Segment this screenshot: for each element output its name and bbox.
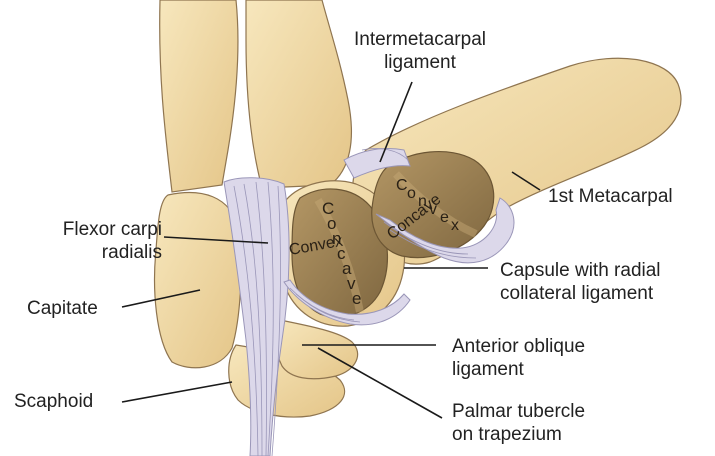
capitate-bone (155, 193, 241, 368)
label-line: Palmar tubercle (452, 400, 585, 423)
trapezoid-bone (276, 320, 358, 379)
label-line: Flexor carpi (2, 218, 162, 241)
label-line: collateral ligament (500, 282, 661, 305)
label-capsule-radial-collateral: Capsule with radial collateral ligament (500, 259, 661, 305)
label-line: ligament (452, 358, 585, 381)
label-line: Capsule with radial (500, 259, 661, 282)
label-line: Scaphoid (14, 390, 93, 413)
label-line: Capitate (27, 297, 98, 320)
capitate-shaft-bone (160, 0, 238, 192)
label-intermetacarpal-ligament: Intermetacarpal ligament (330, 28, 510, 74)
label-line: Anterior oblique (452, 335, 585, 358)
label-capitate: Capitate (27, 297, 98, 320)
label-palmar-tubercle: Palmar tubercle on trapezium (452, 400, 585, 446)
label-line: 1st Metacarpal (548, 185, 673, 208)
leader-scaphoid (122, 382, 232, 402)
label-scaphoid: Scaphoid (14, 390, 93, 413)
label-line: radialis (2, 241, 162, 264)
label-line: ligament (330, 51, 510, 74)
label-line: on trapezium (452, 423, 585, 446)
label-flexor-carpi-radialis: Flexor carpi radialis (2, 218, 162, 264)
label-anterior-oblique-ligament: Anterior oblique ligament (452, 335, 585, 381)
label-first-metacarpal: 1st Metacarpal (548, 185, 673, 208)
label-line: Intermetacarpal (330, 28, 510, 51)
